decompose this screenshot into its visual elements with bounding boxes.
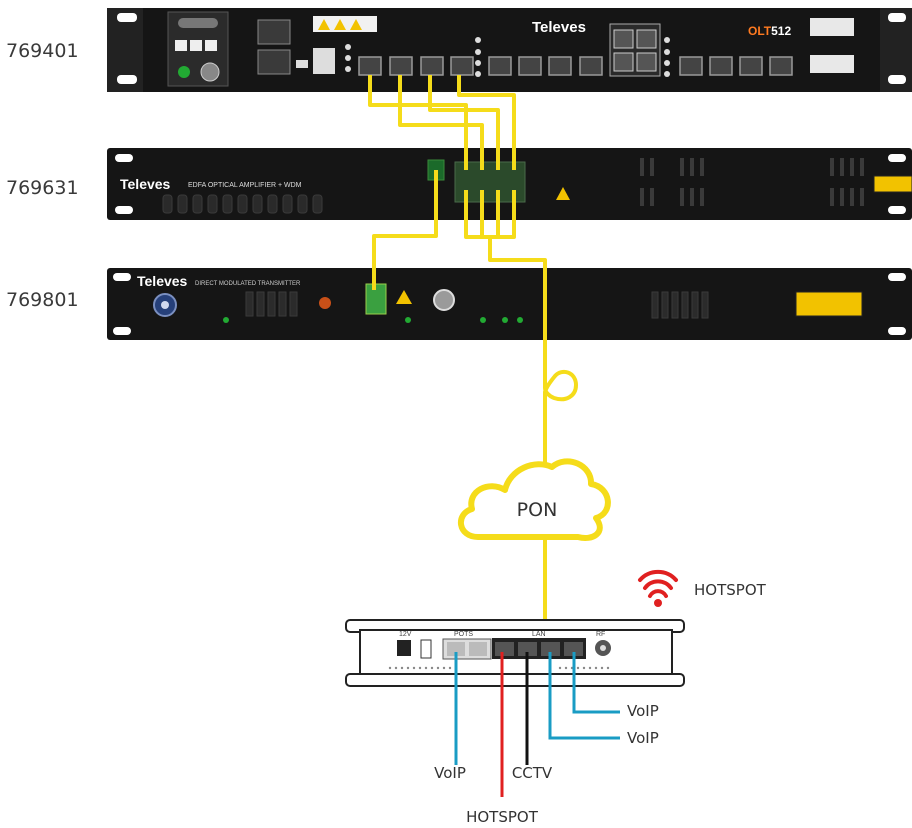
rack-slot <box>115 154 133 162</box>
pon-cloud: PON <box>458 458 611 541</box>
wifi-icon <box>638 569 678 598</box>
rack-slot <box>117 13 137 22</box>
pon-label: PON <box>517 499 558 521</box>
edfa-title: EDFA OPTICAL AMPLIFIER + WDM <box>188 182 302 189</box>
connection-label-voip: VoIP <box>627 702 659 720</box>
rack-slot <box>117 75 137 84</box>
rack-slot <box>888 327 906 335</box>
rack-slot <box>115 206 133 214</box>
connection-label-hotspot: HOTSPOT <box>466 808 539 826</box>
wifi-label: HOTSPOT <box>694 581 767 599</box>
rack-slot <box>113 273 131 281</box>
ont-lan-label: LAN <box>532 631 546 638</box>
wifi-dot <box>654 599 662 607</box>
ont-cables <box>454 652 620 797</box>
model-label-edfa: 769631 <box>6 177 79 199</box>
connection-label-voip: VoIP <box>434 764 466 782</box>
transmitter-brand: Televes <box>137 273 188 289</box>
ont-unit: 12V POTS LAN RF <box>345 619 685 687</box>
ont-pots-label: POTS <box>454 631 473 638</box>
rack-slot <box>113 327 131 335</box>
rack-slot <box>888 273 906 281</box>
olt-unit: Televes OLT512 <box>107 8 912 92</box>
olt-brand: Televes <box>532 19 586 36</box>
ont-rf-label: RF <box>596 631 605 638</box>
transmitter-unit: Televes DIRECT MODULATED TRANSMITTER <box>107 268 912 340</box>
edfa-brand: Televes <box>120 176 171 192</box>
rack-slot <box>888 13 906 22</box>
status-led <box>480 317 486 323</box>
rack-slot <box>888 75 906 84</box>
model-label-olt: 769401 <box>6 40 79 62</box>
rack-slot <box>888 206 906 214</box>
status-led <box>405 317 411 323</box>
status-led <box>178 66 190 78</box>
fiber-cables <box>368 75 578 630</box>
rack-slot <box>888 154 906 162</box>
status-led <box>223 317 229 323</box>
olt-product-name: OLT512 <box>748 24 791 38</box>
status-led <box>517 317 523 323</box>
connection-label-voip: VoIP <box>627 729 659 747</box>
model-label-transmitter: 769801 <box>6 289 79 311</box>
transmitter-title: DIRECT MODULATED TRANSMITTER <box>195 281 301 287</box>
edfa-unit: Televes EDFA OPTICAL AMPLIFIER + WDM <box>107 148 912 220</box>
connection-label-cctv: CCTV <box>512 764 553 782</box>
ont-power-label: 12V <box>399 631 412 638</box>
status-led <box>502 317 508 323</box>
